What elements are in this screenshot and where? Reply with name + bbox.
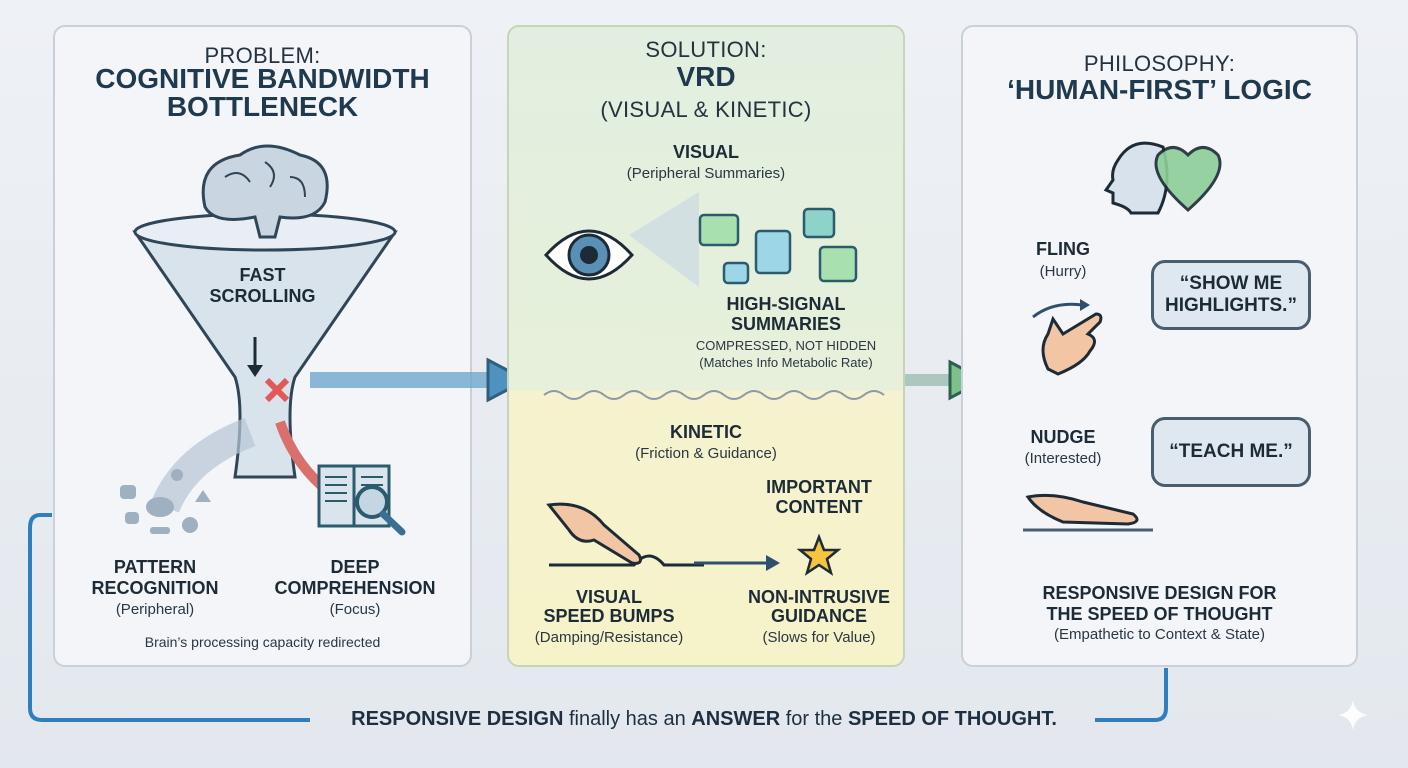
important-title-1: IMPORTANT [766,477,872,497]
brain-funnel-icon [132,144,398,514]
philosophy-label: PHILOSOPHY: [1083,51,1236,76]
solution-subtitle: (VISUAL & KINETIC) [600,97,812,122]
eye-icon [543,192,699,287]
book-magnifier-icon [317,464,406,536]
nudge-sub: (Interested) [1024,450,1102,467]
summary-cards-icon [698,207,858,285]
fling-sub: (Hurry) [1039,263,1087,280]
bumps-title-2: SPEED BUMPS [543,606,675,626]
philosophy-panel: PHILOSOPHY: ‘HUMAN-FIRST’ LOGIC FLING (H… [961,25,1358,667]
hs-title-2: SUMMARIES [730,314,841,334]
solution-label: SOLUTION: [645,37,767,62]
flat-hand-icon [1023,493,1153,532]
banner-part-3: ANSWER [691,708,781,730]
funnel-text-2: SCROLLING [209,286,316,306]
bottom-banner: RESPONSIVE DESIGN finally has an ANSWER … [0,708,1408,731]
philosophy-footer-sub: (Empathetic to Context & State) [1054,626,1265,643]
pattern-title-1: PATTERN [113,557,197,577]
funnel-text-1: FAST [239,265,286,285]
wave-divider [543,390,885,400]
deep-title-1: DEEP [330,557,380,577]
fling-quote-1: “SHOW ME [1179,273,1283,294]
nudge-quote: “TEACH ME.” [1169,441,1293,462]
problem-panel: PROBLEM: COGNITIVE BANDWIDTH BOTTLENECK … [53,25,472,667]
philosophy-footer-2: THE SPEED OF THOUGHT [1046,604,1273,624]
fling-quote-2: HIGHLIGHTS.” [1165,295,1297,316]
problem-footer: Brain’s processing capacity redirected [144,634,381,650]
pointing-hand-icon [1032,299,1103,376]
important-title-2: CONTENT [775,497,863,517]
kinetic-title: KINETIC [670,422,742,442]
guidance-title-2: GUIDANCE [770,606,867,626]
shapes-icon [120,469,211,534]
hs-title-1: HIGH-SIGNAL [726,294,846,314]
philosophy-title: ‘HUMAN-FIRST’ LOGIC [1007,74,1312,105]
guidance-title-1: NON-INTRUSIVE [747,587,890,607]
finger-bump-icon [546,502,780,571]
banner-part-2: finally has an [563,708,692,730]
philosophy-footer-1: RESPONSIVE DESIGN FOR [1042,583,1277,603]
pattern-sub: (Peripheral) [115,601,195,618]
teach-me-bubble: “TEACH ME.” [1151,417,1311,487]
problem-label: PROBLEM: [204,43,321,68]
compressed-text: COMPRESSED, NOT HIDDEN [695,338,877,353]
bumps-sub: (Damping/Resistance) [534,629,684,646]
visual-title: VISUAL [672,142,739,162]
solution-title: VRD [676,61,736,92]
arrow-right-icon [310,357,530,403]
pattern-title-2: RECOGNITION [91,578,219,598]
visual-sub: (Peripheral Summaries) [626,165,786,182]
banner-part-5: SPEED OF THOUGHT. [847,708,1057,730]
bumps-title-1: VISUAL [575,587,642,607]
head-heart-icon [1103,141,1222,215]
problem-title-2: BOTTLENECK [166,91,359,122]
banner-part-4: for the [780,708,848,730]
matches-text: (Matches Info Metabolic Rate) [699,355,873,370]
deep-sub: (Focus) [329,601,381,618]
banner-part-1: RESPONSIVE DESIGN [351,708,564,730]
nudge-title: NUDGE [1030,427,1096,447]
deep-title-2: COMPREHENSION [274,578,436,598]
kinetic-sub: (Friction & Guidance) [635,445,777,462]
sparkle-icon [1338,700,1368,730]
star-icon [796,533,842,576]
fling-title: FLING [1036,239,1090,259]
problem-title-1: COGNITIVE BANDWIDTH [95,63,430,94]
guidance-sub: (Slows for Value) [762,629,876,646]
solution-panel: SOLUTION: VRD (VISUAL & KINETIC) VISUAL … [507,25,905,667]
